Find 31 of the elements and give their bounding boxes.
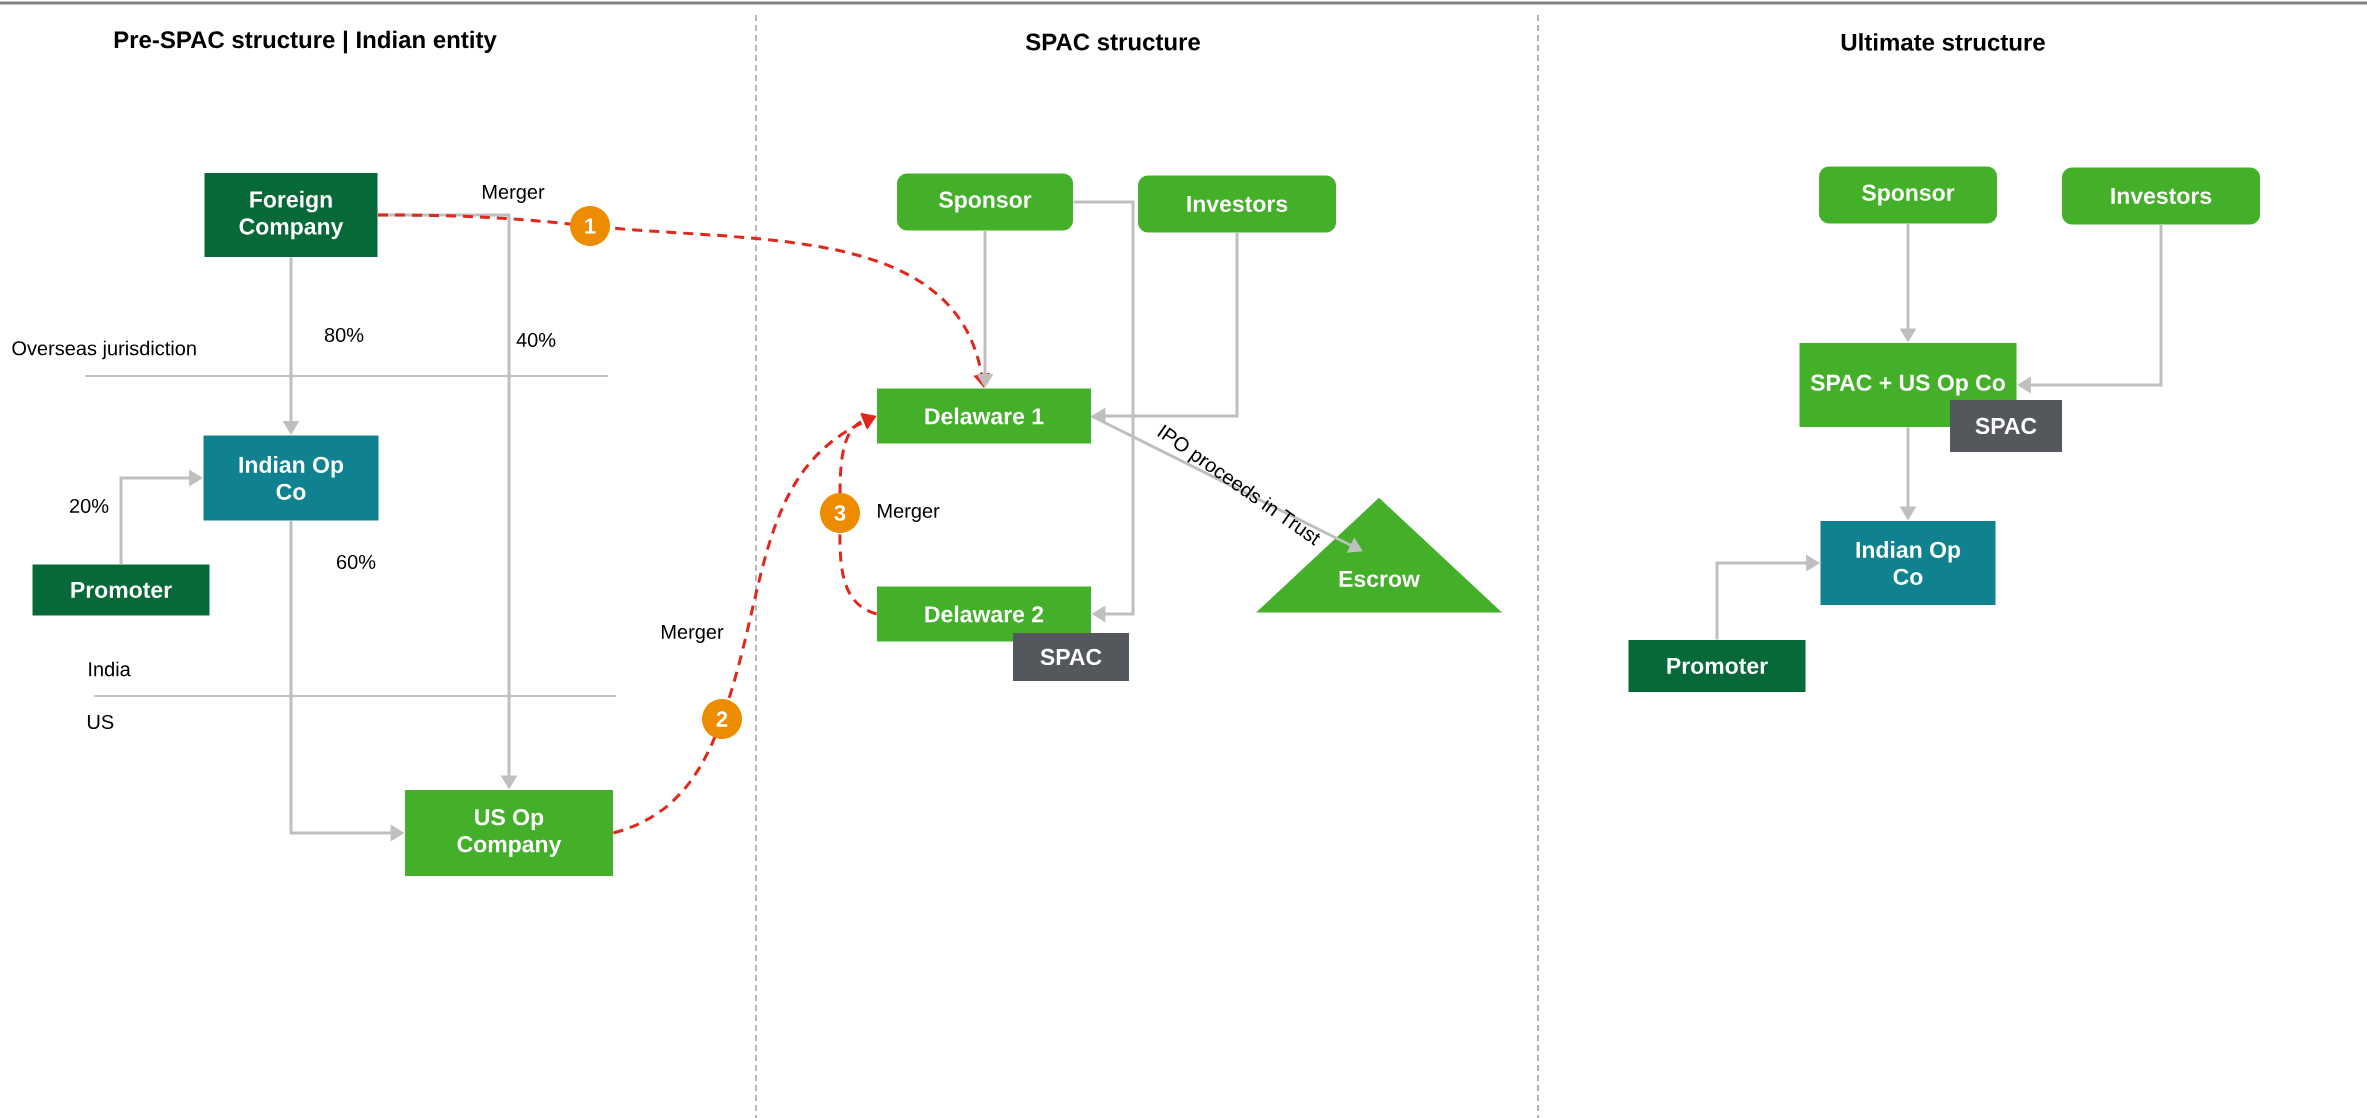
entity-box: Delaware 2	[877, 586, 1091, 642]
edge-label: 80%	[324, 327, 364, 343]
tag-box: SPAC	[1950, 400, 2062, 452]
annotation: Merger	[482, 185, 545, 203]
annotation: US	[87, 714, 114, 730]
entity-box: Foreign Company	[204, 173, 378, 257]
annotation: Merger	[661, 625, 724, 643]
annotation: Merger	[878, 504, 940, 522]
edge-label: 40%	[516, 332, 556, 348]
section-heading: Pre-SPAC structure | Indian entity	[114, 30, 497, 54]
edge-label: 60%	[337, 554, 376, 570]
entity-box: Sponsor	[1819, 166, 1997, 224]
annotation: India	[89, 661, 131, 677]
section-heading: SPAC structure	[1025, 33, 1200, 51]
entity-box: Sponsor	[897, 173, 1073, 231]
entity-box: Promoter	[1628, 640, 1806, 692]
tag-box: SPAC	[1013, 633, 1129, 681]
number-badge: 1	[570, 206, 610, 246]
entity-box: Indian Op Co	[1820, 521, 1996, 605]
entity-box: Indian Op Co	[203, 435, 379, 521]
annotation: Overseas jurisdiction	[12, 340, 196, 360]
edge-label: 20%	[70, 498, 109, 514]
entity-box: Delaware 1	[877, 388, 1091, 444]
section-heading: Ultimate structure	[1841, 33, 2045, 51]
entity-box: US Op Company	[405, 790, 613, 876]
entity-box: Investors	[1138, 175, 1336, 233]
number-badge: 3	[820, 493, 860, 533]
arrow	[1073, 200, 1135, 623]
entity-box: Promoter	[32, 564, 210, 616]
number-badge: 2	[702, 699, 742, 739]
entity-box: Investors	[2062, 167, 2260, 225]
